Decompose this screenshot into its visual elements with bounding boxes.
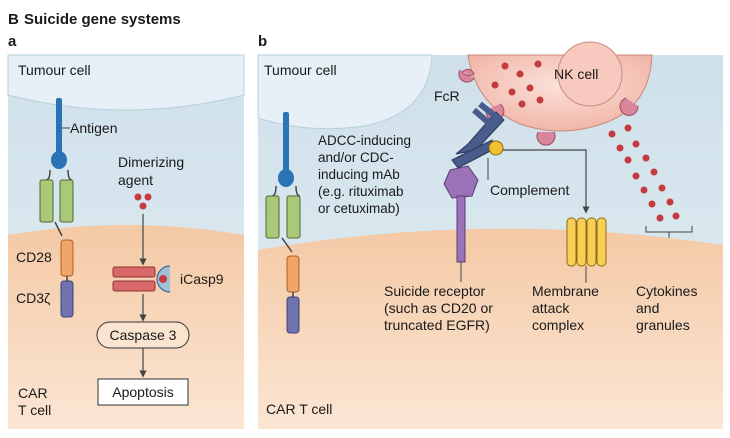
panel-b-tumour-label: Tumour cell	[264, 62, 337, 78]
panel-a-cd3z-domain	[60, 280, 74, 318]
panel-b-car-t-cell	[258, 228, 723, 429]
panel-a-tumour-cell	[7, 54, 245, 111]
fcr-receptors	[458, 68, 639, 146]
membrane-attack-complex	[566, 217, 607, 267]
panel-a-antigen	[51, 98, 67, 169]
cytokines-label-2: and	[636, 300, 659, 316]
complement-c1q	[488, 140, 504, 156]
cd3z-label: CD3ζ	[16, 290, 50, 306]
panel-b: Tumour cell NK cell FcR	[257, 41, 723, 429]
panel-a-letter: a	[8, 33, 17, 50]
cd28-label: CD28	[16, 249, 52, 265]
mac-label-1: Membrane	[532, 283, 599, 299]
apoptosis-box	[97, 378, 189, 406]
panel-b-car-label: CAR T cell	[266, 401, 332, 417]
nk-cell-nucleus	[557, 41, 623, 107]
panel-a-cd28-domain	[60, 239, 74, 277]
panel-a-car-label-2: T cell	[18, 402, 51, 418]
panel-a: Tumour cell Antigen CD28 CD3ζ Dimerizing…	[7, 54, 245, 429]
mab-label-3: inducing mAb	[318, 167, 400, 182]
apoptosis-label: Apoptosis	[112, 384, 173, 400]
suicide-receptor-label-1: Suicide receptor	[384, 283, 486, 299]
mab-label-2: and/or CDC-	[318, 150, 394, 165]
fcr-label: FcR	[434, 88, 460, 104]
panel-b-letter: b	[258, 33, 267, 50]
icasp9-label: iCasp9	[180, 271, 224, 287]
figure-title: Suicide gene systems	[24, 11, 181, 28]
mac-label-3: complex	[532, 317, 584, 333]
antigen-label: Antigen	[70, 120, 117, 136]
dimerizing-agent-label-2: agent	[118, 172, 153, 188]
dimerizing-agent-label-1: Dimerizing	[118, 154, 184, 170]
mab-label-1: ADCC-inducing	[318, 133, 411, 148]
mab-label-5: or cetuximab)	[318, 201, 400, 216]
nk-granules-inside	[491, 60, 544, 108]
dimerizer-molecule	[134, 193, 152, 210]
mab-label-4: (e.g. rituximab	[318, 184, 404, 199]
icasp9-dimer	[112, 265, 171, 293]
suicide-receptor	[443, 165, 479, 263]
mac-label-2: attack	[532, 300, 570, 316]
panel-a-car-label-1: CAR	[18, 385, 48, 401]
cytokines-label-3: granules	[636, 317, 690, 333]
panel-a-scfv	[39, 169, 74, 237]
complement-label: Complement	[490, 182, 569, 198]
panel-a-tumour-label: Tumour cell	[18, 62, 91, 78]
caspase3-label: Caspase 3	[110, 327, 177, 343]
section-letter: B	[8, 11, 19, 28]
suicide-receptor-label-2: (such as CD20 or	[384, 300, 493, 316]
suicide-receptor-label-3: truncated EGFR)	[384, 317, 490, 333]
nk-cell-label: NK cell	[554, 66, 598, 82]
cytokines-label-1: Cytokines	[636, 283, 697, 299]
panel-b-car-construct	[265, 112, 301, 334]
released-cytokines-granules	[608, 124, 680, 222]
therapeutic-antibody	[451, 101, 505, 169]
